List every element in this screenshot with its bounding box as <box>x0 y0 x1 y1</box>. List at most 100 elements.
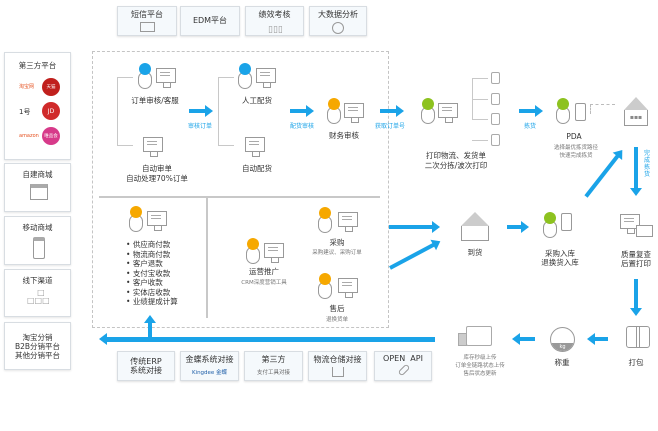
payment-integration-box[interactable]: 第三方支付工具对接 <box>244 351 303 381</box>
monitor-icon <box>264 243 284 263</box>
tree-line <box>472 99 488 100</box>
auto-review-sub: 自动处理70%订单 <box>126 174 188 183</box>
mobile-store-icon <box>33 237 45 259</box>
label: 第三方 <box>261 355 286 364</box>
pack-label: 打包 <box>628 358 644 367</box>
third-party-platform-box[interactable]: 第三方平台 淘宝网 天猫 1号 JD amazon 唯品会 <box>4 52 71 160</box>
qc-sub: 后置打印 <box>621 259 651 268</box>
done-pick-label: 完成拣货 <box>644 150 651 178</box>
finance-item: • 实体店收款 <box>126 287 171 297</box>
purchase-sub: 采购建议、采购订单 <box>312 250 362 256</box>
label: 大数据分析 <box>318 10 358 19</box>
label: 金蝶系统对接 <box>185 355 234 364</box>
monitor-icon <box>438 103 458 123</box>
arrival-house-icon <box>461 226 489 241</box>
mobile-mall-box[interactable]: 移动商域 <box>4 216 71 265</box>
tree-line <box>472 140 488 141</box>
pda-device-icon <box>561 213 572 231</box>
own-mall-box[interactable]: 自建商城 <box>4 163 71 212</box>
finance-item: • 客户退款 <box>126 259 163 268</box>
logistics-integration-box[interactable]: 物流仓储对接 <box>308 351 367 381</box>
manual-allocate-label: 人工配货 <box>242 96 272 105</box>
arrow-right-icon <box>507 221 529 233</box>
warehouse-house-icon: ▪▪▪ <box>624 110 648 126</box>
after-sale-person-icon <box>318 273 332 299</box>
label: 传统ERP <box>130 357 162 366</box>
finance-person-icon <box>327 98 341 124</box>
auto-review-label: 自动审单 <box>142 164 172 173</box>
kingdee-integration-box[interactable]: 金蝶系统对接 Kingdee 金蝶 <box>180 351 239 381</box>
finance-item: • 供应商付款 <box>126 240 171 249</box>
label: 绩效考核 <box>258 10 291 19</box>
marketing-sub: CRM深度营销工具 <box>241 280 287 286</box>
tmall-logo: 天猫 <box>42 78 60 96</box>
bar-chart-icon: ▯▯▯ <box>268 25 283 35</box>
finance-item: • 客户收款 <box>126 278 163 287</box>
arrow-down-icon <box>630 279 642 316</box>
label: OPEN API <box>383 354 423 363</box>
open-api-box[interactable]: OPEN API <box>374 351 432 381</box>
divider <box>99 196 380 198</box>
bracket <box>117 77 118 145</box>
truck-cab <box>458 333 467 346</box>
pda-device-icon <box>575 103 586 121</box>
printer-person-icon <box>421 98 435 124</box>
customer-service-person-icon <box>138 63 152 89</box>
review-order-label: 审核订单 <box>187 123 213 130</box>
scale-icon: kg <box>550 327 575 352</box>
label: 第三方平台 <box>18 61 57 70</box>
after-sale-title: 售后 <box>329 304 345 313</box>
bracket <box>218 145 234 146</box>
core-system-area <box>92 51 389 328</box>
inbound-sub: 退换货入库 <box>541 258 579 267</box>
vip-logo: 唯品会 <box>42 127 60 145</box>
arrow-right-icon <box>290 105 314 117</box>
finance-item: • 业绩提成计算 <box>126 297 178 306</box>
performance-box[interactable]: 绩效考核 ▯▯▯ <box>245 6 304 36</box>
label: 自建商城 <box>22 170 53 179</box>
allocator-person-icon <box>238 63 252 89</box>
arrow-left-icon <box>512 333 535 345</box>
print-sub: 二次分拣/波次打印 <box>424 161 488 170</box>
monitor-icon <box>147 211 167 231</box>
pda-label: PDA <box>566 132 582 141</box>
purchase-title: 采购 <box>329 238 345 247</box>
arrow-diagonal-icon <box>584 154 620 198</box>
big-data-box[interactable]: 大数据分析 <box>309 6 367 36</box>
print-label: 打印物流、发货单 <box>426 151 486 160</box>
edm-platform-box[interactable]: EDM平台 <box>180 6 240 36</box>
package-icon <box>626 326 650 348</box>
divider <box>206 196 208 318</box>
warehouse-roof <box>624 97 648 110</box>
document-icon <box>491 72 500 84</box>
arrow-left-icon <box>587 333 608 345</box>
inbound-person-icon <box>543 212 557 238</box>
distribution-box[interactable]: 淘宝分销 B2B分销平台 其他分销平台 <box>4 322 71 370</box>
finance-list: • 供应商付款 • 物流商付款 • 客户退款 • 支付宝收款 • 客户收款 • … <box>126 240 178 307</box>
arrival-roof <box>461 212 489 226</box>
taobao-logo: 淘宝网 <box>19 84 35 90</box>
label: EDM平台 <box>192 16 228 25</box>
truck-icon <box>466 326 492 346</box>
marketing-person-icon <box>246 238 260 264</box>
ship-sub: 订单全链路状态上传 <box>455 363 505 369</box>
offline-channel-box[interactable]: 线下渠道 □□□□ <box>4 269 71 317</box>
order-review-label: 订单审核/客服 <box>131 96 179 105</box>
purchase-person-icon <box>318 207 332 233</box>
finance-person-icon <box>129 206 143 232</box>
bracket <box>218 77 219 145</box>
monitor-icon <box>338 212 358 232</box>
pick-label: 拣货 <box>523 123 537 130</box>
pda-person-icon <box>556 98 570 124</box>
dotted-path <box>590 104 615 114</box>
auto-allocate-label: 自动配货 <box>242 164 272 173</box>
bracket <box>117 77 133 78</box>
kingdee-logo: Kingdee 金蝶 <box>191 370 228 376</box>
printer-icon <box>636 225 653 237</box>
qc-label: 质量复查 <box>621 250 651 259</box>
jd-logo: JD <box>42 102 60 120</box>
sms-platform-box[interactable]: 短信平台 <box>117 6 177 36</box>
arrow-right-icon <box>519 105 543 117</box>
document-icon <box>491 113 500 125</box>
